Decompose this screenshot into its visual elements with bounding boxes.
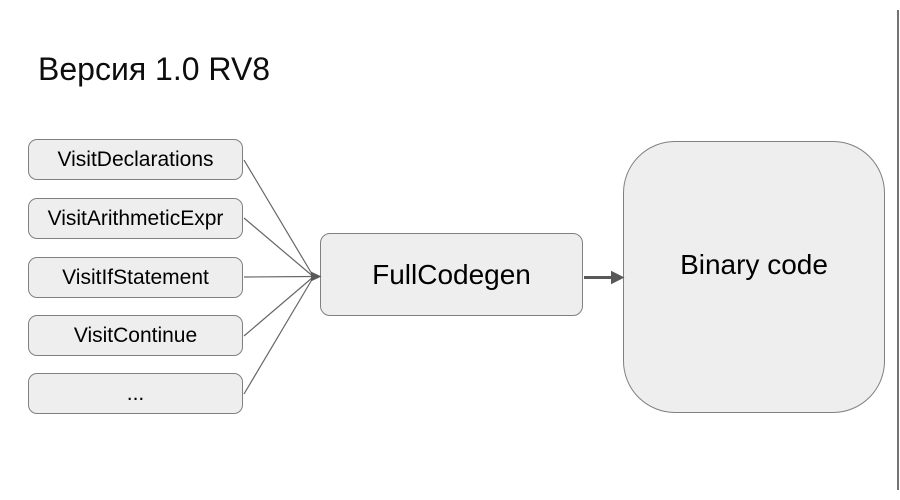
node-visit-ellipsis: ... [28, 373, 243, 414]
codegen-to-binary-arrow [584, 270, 625, 285]
page-border-right [897, 10, 899, 490]
connector-line-ellipsis [243, 279, 313, 395]
node-visit-arithmetic-expr: VisitArithmeticExpr [28, 198, 243, 239]
node-visit-if-statement: VisitIfStatement [28, 257, 243, 298]
connector-line-arithmetic-expr [243, 217, 313, 276]
connector-line-if-statement [243, 275, 313, 278]
node-label: FullCodegen [372, 258, 531, 290]
node-fullcodegen: FullCodegen [320, 233, 583, 316]
node-label: VisitArithmeticExpr [47, 206, 224, 230]
node-visit-declarations: VisitDeclarations [28, 139, 243, 180]
node-visit-continue: VisitContinue [28, 315, 243, 356]
node-binary-code: Binary code [623, 141, 885, 413]
node-label: VisitDeclarations [57, 147, 214, 171]
connector-line-continue [243, 277, 313, 337]
node-label: VisitIfStatement [62, 265, 209, 289]
node-label: Binary code [680, 249, 828, 280]
connector-line-declarations [243, 159, 313, 275]
node-label: ... [126, 381, 145, 405]
slide-title: Версия 1.0 RV8 [38, 51, 271, 87]
node-label: VisitContinue [73, 323, 198, 347]
fan-in-connectors [243, 159, 313, 395]
